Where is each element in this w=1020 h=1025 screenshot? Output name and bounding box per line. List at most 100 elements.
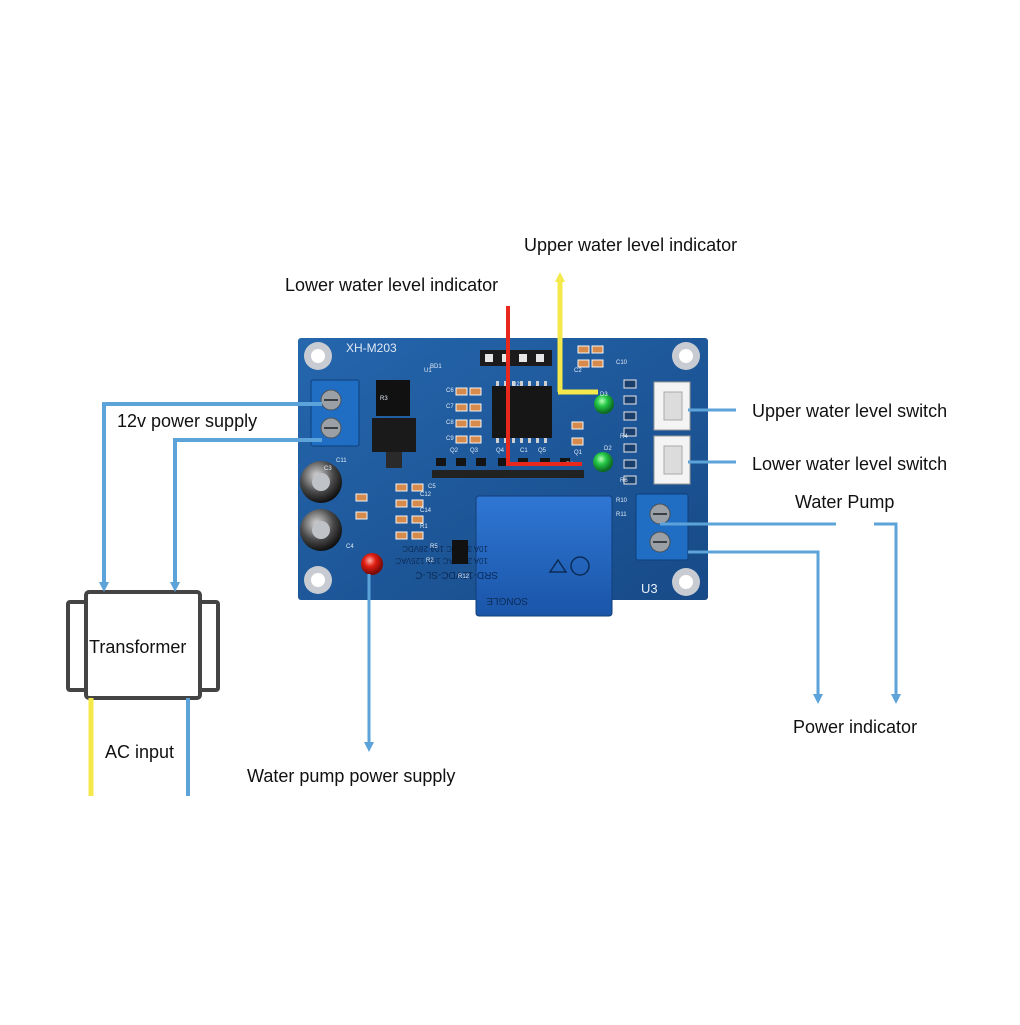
smd-part: [411, 531, 424, 540]
silk-mark: C10: [616, 360, 628, 366]
smd-part: [355, 511, 368, 520]
relay: SRD-12VDC-SL-C 10A 250VAC 10A 125VAC 10A…: [395, 495, 613, 617]
silk-mark: U2: [512, 382, 520, 388]
mount-hole-icon: [672, 568, 700, 596]
mount-hole-icon: [672, 342, 700, 370]
smd-part: [577, 345, 590, 354]
smd-part: [469, 435, 482, 444]
smd-part: [571, 437, 584, 446]
power-terminal-block: [310, 379, 360, 447]
mount-hole-icon: [304, 566, 332, 594]
bridge-rectifier: [376, 380, 410, 416]
silk-mark: C8: [446, 420, 454, 426]
silk-mark: R6: [620, 478, 628, 484]
silk-mark: R2: [426, 558, 434, 564]
silk-mark: Q4: [496, 448, 505, 454]
relay-brand-text: SONGLE: [486, 595, 528, 606]
silk-mark: C6: [446, 388, 454, 394]
silk-mark: R1: [420, 524, 428, 530]
pcb-board: XH-M203: [298, 338, 708, 617]
capacitor-icon: [300, 461, 342, 503]
silk-mark: R12: [458, 574, 470, 580]
arrow-down-icon: [813, 694, 823, 704]
smd-part: [395, 515, 408, 524]
smd-part: [469, 403, 482, 412]
power-supply-12v-label: 12v power supply: [117, 411, 258, 431]
lower-switch-label: Lower water level switch: [752, 454, 948, 474]
upper-sensor-connector: [653, 381, 691, 431]
silk-mark: D3: [600, 392, 608, 398]
lower-indicator-label: Lower water level indicator: [285, 275, 499, 295]
pump-power-led-icon: [361, 553, 383, 575]
silk-mark: C3: [324, 466, 332, 472]
pump-wire-1: [660, 522, 898, 696]
smd-part: [455, 387, 468, 396]
cert-mark-icon: [570, 556, 590, 576]
smd-part: [395, 531, 408, 540]
smd-part: [455, 403, 468, 412]
silk-mark: C1: [520, 448, 528, 454]
pump-terminal-block: [635, 493, 689, 561]
silk-mark: C5: [428, 484, 436, 490]
upper-switch-label: Upper water level switch: [752, 401, 948, 421]
smd-part: [591, 345, 604, 354]
silk-mark: C9: [446, 436, 454, 442]
terminal-u3-label: U3: [641, 581, 658, 596]
smd-part: [469, 387, 482, 396]
header-pins: [480, 350, 552, 366]
smd-part: [571, 421, 584, 430]
capacitor-icon: [300, 509, 342, 551]
arrow-down-icon: [99, 582, 109, 592]
diode: [452, 540, 468, 564]
smd-part: [355, 493, 368, 502]
silk-mark: Q2: [450, 448, 459, 454]
silk-mark: C12: [420, 492, 432, 498]
smd-part: [469, 419, 482, 428]
silk-mark: R5: [430, 544, 438, 550]
silk-mark: U1: [424, 368, 432, 374]
pump-power-supply-label: Water pump power supply: [247, 766, 456, 786]
supply-wire-2: [173, 438, 322, 584]
transformer-body: [84, 590, 202, 700]
silk-mark: C7: [446, 404, 454, 410]
silk-mark: Q1: [574, 450, 583, 456]
smd-components: [355, 345, 604, 540]
pin-strip: [432, 470, 584, 478]
upper-indicator-label: Upper water level indicator: [524, 235, 738, 255]
silk-mark: Q5: [538, 448, 547, 454]
smd-part: [455, 419, 468, 428]
arrow-down-icon: [364, 742, 374, 752]
silk-mark: BD1: [430, 364, 442, 370]
smd-part: [411, 483, 424, 492]
silk-mark: R3: [380, 396, 388, 402]
smd-part: [395, 483, 408, 492]
smd-part: [591, 359, 604, 368]
arrow-up-icon: [555, 272, 565, 282]
supply-wire-1: [102, 402, 322, 584]
water-pump-label: Water Pump: [795, 492, 895, 512]
transformer: [66, 590, 220, 700]
mount-hole-icon: [304, 342, 332, 370]
right-smd-column: [623, 379, 637, 485]
arrow-down-icon: [891, 694, 901, 704]
power-indicator-label: Power indicator: [793, 717, 918, 737]
silk-mark: C14: [420, 508, 432, 514]
pump-wire-2: [688, 550, 820, 696]
warning-mark-icon: [548, 558, 568, 573]
relay-rating-text: 10A 30VDC 10A 28VDC: [402, 544, 488, 553]
silk-mark: R10: [616, 498, 628, 504]
silk-mark: C2: [574, 368, 582, 374]
upper-indicator-led-icon: [594, 394, 614, 414]
relay-rating-text: 10A 250VAC 10A 125VAC: [395, 556, 488, 565]
silk-mark: R11: [616, 512, 627, 518]
smd-part: [455, 435, 468, 444]
lower-sensor-connector: [653, 435, 691, 485]
wires: [88, 272, 901, 796]
silk-mark: C4: [346, 544, 354, 550]
smd-part: [577, 359, 590, 368]
board-model-text: XH-M203: [346, 341, 397, 355]
smd-part: [395, 499, 408, 508]
